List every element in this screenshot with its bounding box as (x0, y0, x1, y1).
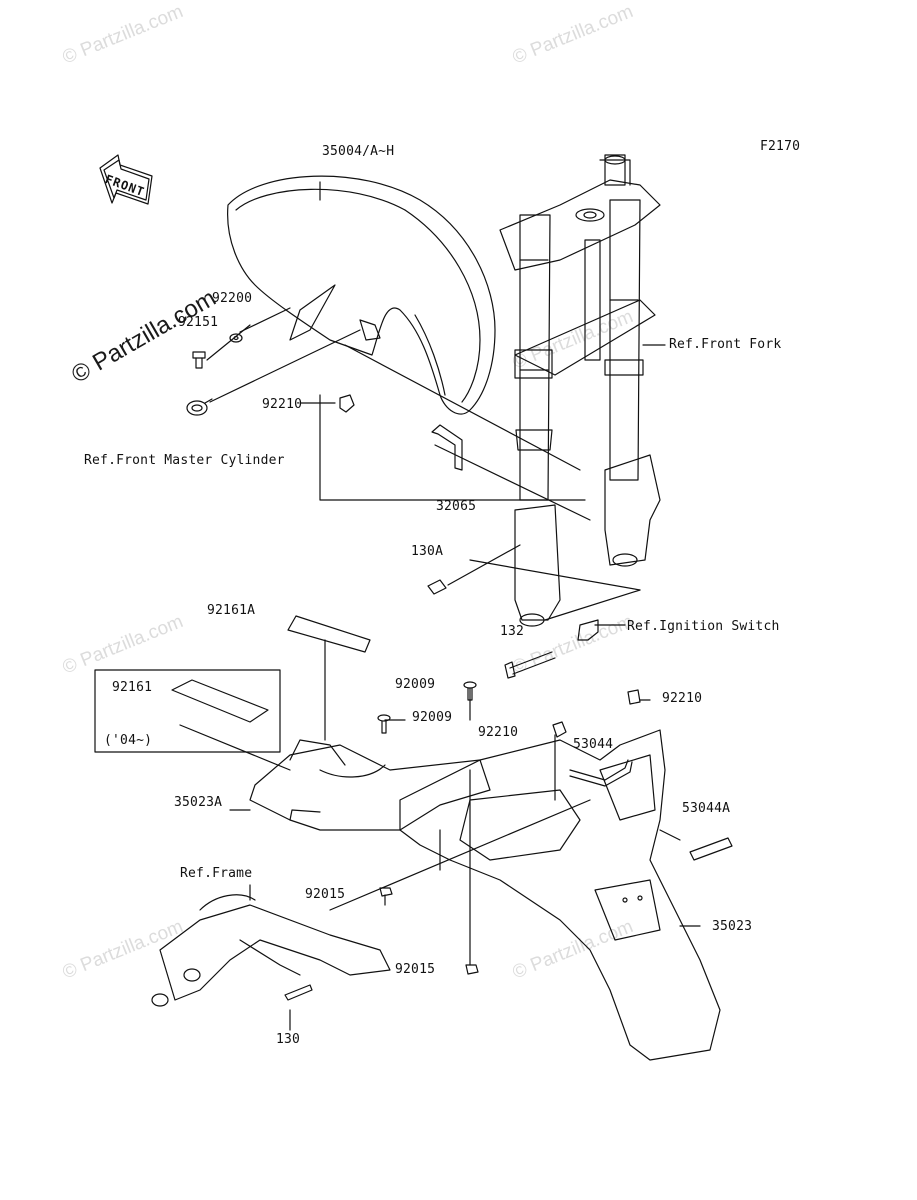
clip-icon (339, 394, 355, 413)
part-label: 92161 (112, 680, 153, 695)
part-label: 35023A (174, 795, 223, 810)
front-fork-icon (499, 154, 661, 627)
ignition-bracket-icon (577, 619, 599, 641)
bolt-icon (427, 579, 447, 595)
part-label: 92210 (262, 397, 303, 412)
part-label: 92161A (207, 603, 256, 618)
part-label: 130A (411, 544, 444, 559)
tape-strip-icon (287, 615, 371, 653)
nut-icon (379, 887, 393, 897)
year-note: ('04~) (104, 733, 153, 748)
part-label: 92210 (662, 691, 703, 706)
inner-fender-icon (249, 739, 491, 831)
part-label: 92015 (305, 887, 346, 902)
part-label: 130 (276, 1032, 301, 1047)
part-label: 92200 (212, 291, 253, 306)
washer-icon (229, 333, 243, 343)
long-bolt-icon (504, 651, 556, 679)
hose-clamp-icon (186, 398, 213, 416)
front-fender-icon (227, 175, 496, 415)
frame-icon (151, 894, 391, 1007)
part-label: 92210 (478, 725, 519, 740)
tape-pad-icon (171, 679, 269, 723)
year-note-box (94, 669, 281, 753)
screw-icon (377, 714, 391, 734)
part-label: 35004/A~H (322, 144, 395, 159)
part-label: 92151 (178, 315, 219, 330)
ref-label: Ref.Front Fork (669, 337, 782, 352)
bolt-icon (192, 351, 206, 369)
rear-fender-icon (399, 729, 721, 1061)
clip-icon (627, 689, 641, 705)
part-label: 92015 (395, 962, 436, 977)
part-label: 53044 (573, 737, 614, 752)
clip-icon (552, 721, 567, 738)
diagram-code: F2170 (760, 139, 801, 154)
part-label: 92009 (395, 677, 436, 692)
bent-rod-icon (569, 759, 633, 787)
part-label: 53044A (682, 801, 731, 816)
part-label: 35023 (712, 919, 753, 934)
part-label: 132 (500, 624, 525, 639)
rubber-tube-icon (689, 837, 733, 861)
ref-label: Ref.Front Master Cylinder (84, 453, 285, 468)
ref-label: Ref.Frame (180, 866, 253, 881)
front-arrow-icon (99, 154, 153, 205)
nut-icon (465, 964, 479, 975)
ref-label: Ref.Ignition Switch (627, 619, 780, 634)
screw-icon (463, 681, 477, 701)
part-label: 32065 (436, 499, 477, 514)
bolt-icon (284, 984, 313, 1001)
bracket-icon (431, 424, 463, 471)
part-label: 92009 (412, 710, 453, 725)
